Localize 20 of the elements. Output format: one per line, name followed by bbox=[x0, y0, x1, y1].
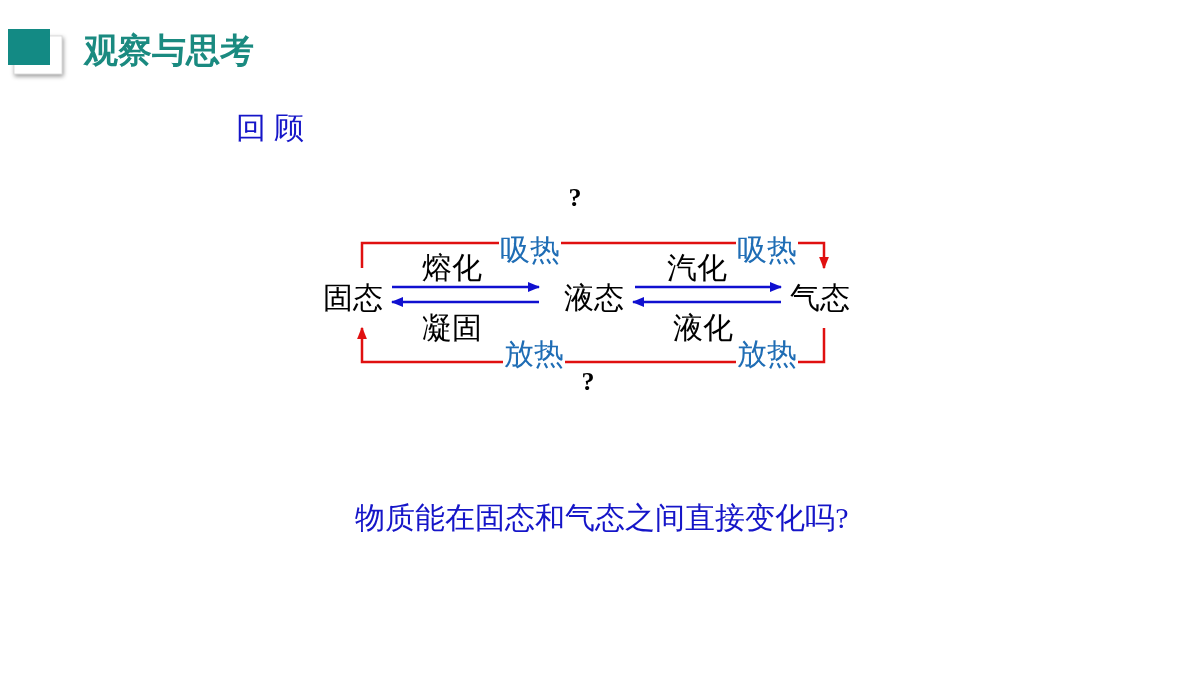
arrow bbox=[635, 282, 783, 292]
heat-note: 吸热 bbox=[499, 235, 561, 265]
arrow bbox=[390, 297, 539, 307]
arrow bbox=[392, 282, 541, 292]
process-label: 液化 bbox=[673, 313, 733, 343]
process-label: 汽化 bbox=[667, 253, 727, 283]
state-label: 液态 bbox=[557, 268, 631, 328]
question-mark: ? bbox=[568, 185, 582, 211]
slide-title: 观察与思考 bbox=[84, 32, 254, 70]
section-heading: 回 顾 bbox=[236, 113, 304, 143]
state-label: 固态 bbox=[318, 268, 388, 328]
question-mark: ? bbox=[581, 369, 595, 395]
heat-note: 放热 bbox=[503, 339, 565, 369]
heat-note: 放热 bbox=[736, 339, 798, 369]
process-label: 凝固 bbox=[422, 313, 482, 343]
arrow bbox=[631, 297, 781, 307]
question-text: 物质能在固态和气态之间直接变化吗? bbox=[355, 503, 849, 533]
state-label: 气态 bbox=[783, 268, 857, 328]
process-label: 熔化 bbox=[422, 253, 482, 283]
heat-note: 吸热 bbox=[736, 235, 798, 265]
